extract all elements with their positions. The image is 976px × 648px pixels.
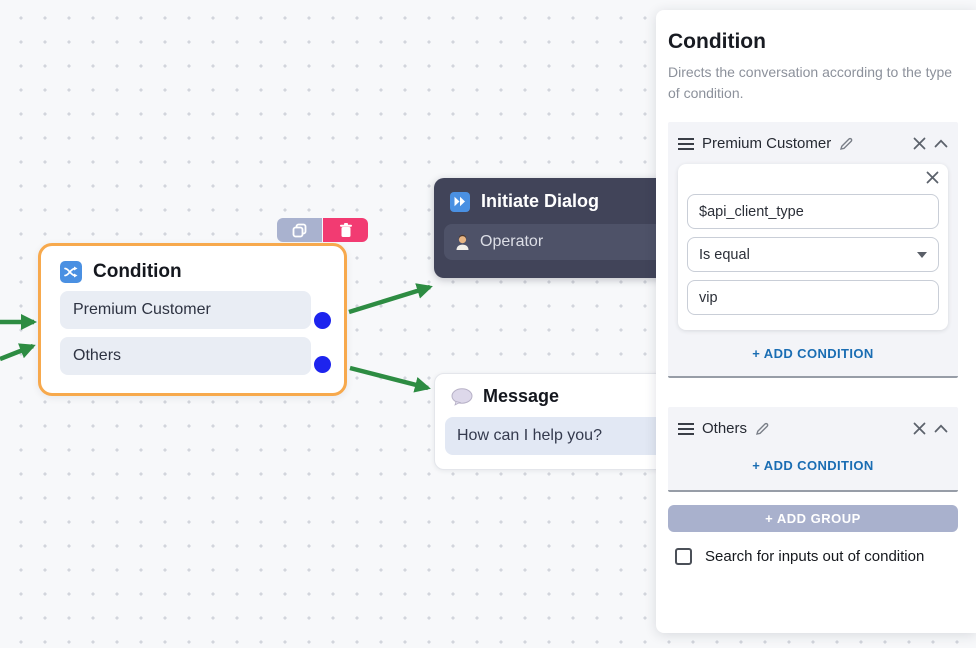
operator-row-label: Operator — [480, 233, 544, 250]
initiate-dialog-header: Initiate Dialog — [450, 191, 684, 212]
message-node-header: Message — [451, 386, 683, 407]
node-toolbar — [277, 218, 368, 242]
initiate-dialog-title: Initiate Dialog — [481, 191, 600, 211]
drag-handle-icon[interactable] — [678, 137, 694, 150]
search-out-of-condition-row: Search for inputs out of condition — [668, 548, 958, 565]
initiate-dialog-node[interactable]: Initiate Dialog Operator — [434, 178, 684, 278]
duplicate-icon — [292, 223, 307, 237]
fast-forward-icon — [450, 191, 470, 212]
edit-pencil-icon[interactable] — [755, 422, 769, 436]
speech-balloon-icon — [451, 387, 473, 406]
output-port-others[interactable] — [314, 356, 331, 373]
delete-node-button[interactable] — [323, 218, 368, 242]
operator-selected-value: Is equal — [699, 246, 750, 263]
output-port-premium-customer[interactable] — [314, 312, 331, 329]
search-out-of-condition-checkbox[interactable] — [675, 548, 692, 565]
edit-pencil-icon[interactable] — [839, 137, 853, 151]
add-condition-button[interactable]: + ADD CONDITION — [752, 346, 874, 361]
condition-node-title: Condition — [93, 261, 182, 282]
add-group-button[interactable]: + ADD GROUP — [668, 505, 958, 532]
panel-description: Directs the conversation according to th… — [668, 64, 953, 101]
condition-value-input[interactable] — [687, 280, 939, 315]
remove-condition-icon[interactable] — [926, 171, 939, 184]
trash-icon — [339, 222, 352, 237]
message-node[interactable]: Message How can I help you? — [434, 373, 684, 470]
remove-group-icon[interactable] — [913, 422, 926, 435]
remove-group-icon[interactable] — [913, 137, 926, 150]
collapse-group-icon[interactable] — [934, 139, 948, 148]
duplicate-node-button[interactable] — [277, 218, 322, 242]
condition-node-header: Condition — [60, 261, 344, 283]
condition-branch-premium-customer[interactable]: Premium Customer — [60, 291, 311, 329]
message-text-row[interactable]: How can I help you? — [445, 417, 683, 455]
search-out-of-condition-label: Search for inputs out of condition — [705, 548, 925, 565]
caret-down-icon — [917, 251, 927, 258]
add-condition-button[interactable]: + ADD CONDITION — [752, 458, 874, 473]
condition-branch-others[interactable]: Others — [60, 337, 311, 375]
condition-group-premium-customer: Premium Customer — [668, 122, 958, 378]
shuffle-icon — [60, 261, 82, 283]
panel-title: Condition — [668, 30, 766, 53]
condition-field-input[interactable] — [687, 194, 939, 229]
operator-icon — [456, 234, 469, 250]
condition-card: Is equal — [678, 164, 948, 330]
drag-handle-icon[interactable] — [678, 422, 694, 435]
condition-group-others: Others + ADD CONDITION — [668, 407, 958, 492]
message-node-title: Message — [483, 386, 560, 406]
group-name: Others — [702, 420, 748, 437]
condition-node[interactable]: Condition Premium Customer Others — [38, 243, 347, 396]
condition-settings-panel: Condition Directs the conversation accor… — [656, 10, 976, 633]
collapse-group-icon[interactable] — [934, 424, 948, 433]
operator-row[interactable]: Operator — [444, 224, 684, 260]
group-name: Premium Customer — [702, 135, 832, 152]
condition-operator-select[interactable]: Is equal — [687, 237, 939, 272]
